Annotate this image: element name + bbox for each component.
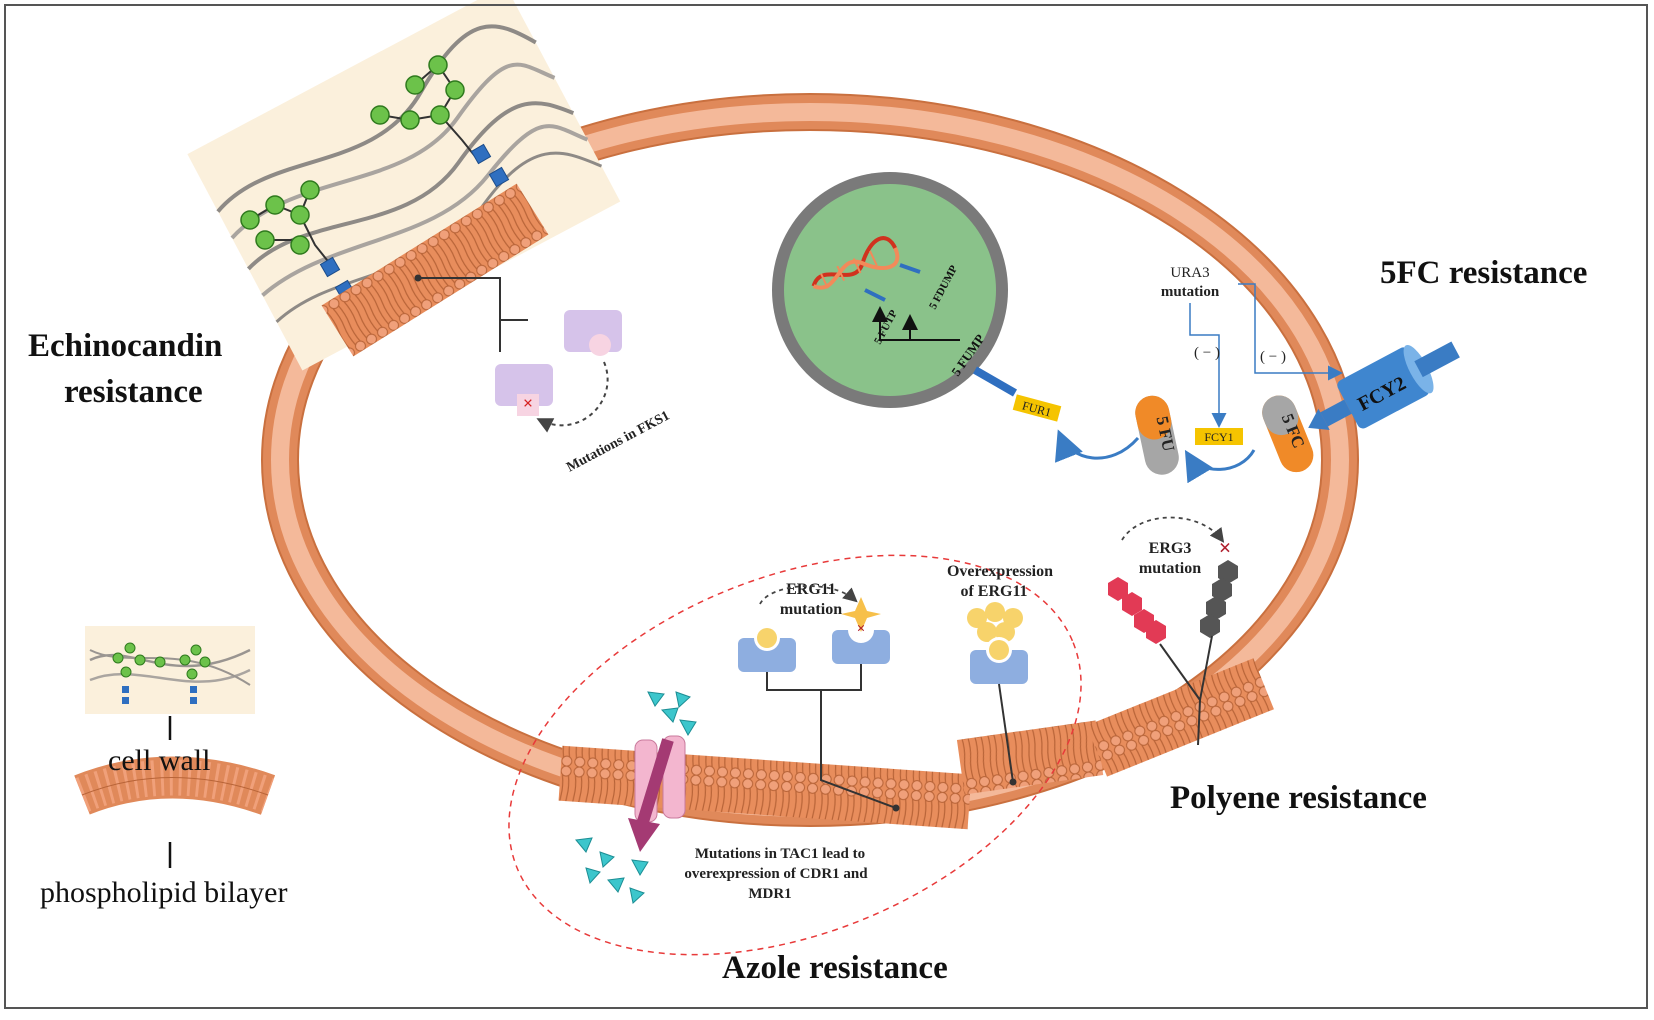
glucan-blue-units [319, 143, 510, 301]
five-fu-molecule-icon [1135, 395, 1179, 475]
erg3-x-mark: × [1219, 535, 1232, 560]
erg3-label-line2: mutation [1139, 560, 1201, 577]
legend-cell-wall-label: cell wall [108, 744, 211, 777]
erg11-mutation-group: ERG11 mutation × [738, 581, 900, 812]
polyene-heading: Polyene resistance [1170, 780, 1427, 816]
glucan-nodes [240, 55, 465, 255]
rna-incorporation-mark [864, 288, 886, 302]
fcy1-tag [1195, 428, 1243, 445]
tac1-label-line1: Mutations in TAC1 lead to [695, 846, 865, 862]
overexp-label-line2: of ERG11 [960, 583, 1027, 600]
fks1-enzyme-mutant-icon: × [495, 364, 553, 416]
ura3-label-line1: URA3 [1170, 265, 1209, 281]
erg11-receptor-overexp-icon [970, 637, 1028, 684]
azole-region: ERG11 mutation × Overexpression of ERG11 [508, 554, 1082, 956]
tac1-label-line2: overexpression of CDR1 and [684, 866, 868, 882]
erg3-module: ERG3 mutation × [1108, 516, 1238, 746]
cdr1-efflux-pump-icon [628, 735, 686, 852]
legend-bilayer-label: phospholipid bilayer [40, 876, 288, 909]
svg-text:×: × [523, 393, 533, 413]
tac1-label-line3: MDR1 [748, 886, 791, 902]
erg11-overexpression-group: Overexpression of ERG11 [947, 563, 1053, 786]
bilayer-segment-topleft [321, 183, 549, 357]
erg11-receptor-mutant-icon: × [832, 597, 890, 664]
ergosterol-molecule-icon [1108, 577, 1166, 644]
fivefc-heading: 5FC resistance [1380, 255, 1588, 291]
fks1-enzyme-normal-icon [564, 310, 622, 356]
echinocandin-heading-line1: Echinocandin [28, 328, 223, 364]
minus-right-label: ( − ) [1260, 349, 1286, 365]
ura3-label-line2: mutation [1161, 284, 1220, 300]
overexp-label-line1: Overexpression [947, 563, 1053, 580]
azole-molecules-outside [647, 691, 697, 737]
dna-helix-icon [811, 236, 900, 290]
minus-left-label: ( − ) [1194, 345, 1220, 361]
legend-bilayer-icon [74, 756, 276, 868]
echinocandin-heading-line2: resistance [64, 374, 203, 410]
figure-frame [4, 4, 1648, 1009]
azole-heading: Azole resistance [722, 950, 948, 986]
nucleus: 5 FUTP 5 FDUMP 5 FUMP [772, 172, 1017, 408]
five-fc-molecule-icon [1262, 395, 1314, 473]
mutant-sterol-molecule-icon [1200, 560, 1238, 638]
dna-incorporation-mark [899, 263, 921, 274]
erg11-label-line1: ERG11 [786, 581, 836, 598]
legend-cell-wall-icon [85, 626, 255, 740]
fcy2-transporter-icon [1308, 341, 1460, 430]
fcy1-label: FCY1 [1204, 430, 1233, 444]
fivefc-pathway: FUR1 5 FU FCY1 5 FC FCY2 URA3 mutation (… [1012, 265, 1460, 484]
erg11-label-line2: mutation [780, 601, 842, 618]
erg3-label-line1: ERG3 [1149, 540, 1192, 557]
erg11-receptor-normal-icon [738, 625, 796, 672]
azole-molecules-inside [575, 837, 649, 904]
fur1-channel [973, 366, 1017, 397]
svg-text:×: × [857, 621, 866, 637]
